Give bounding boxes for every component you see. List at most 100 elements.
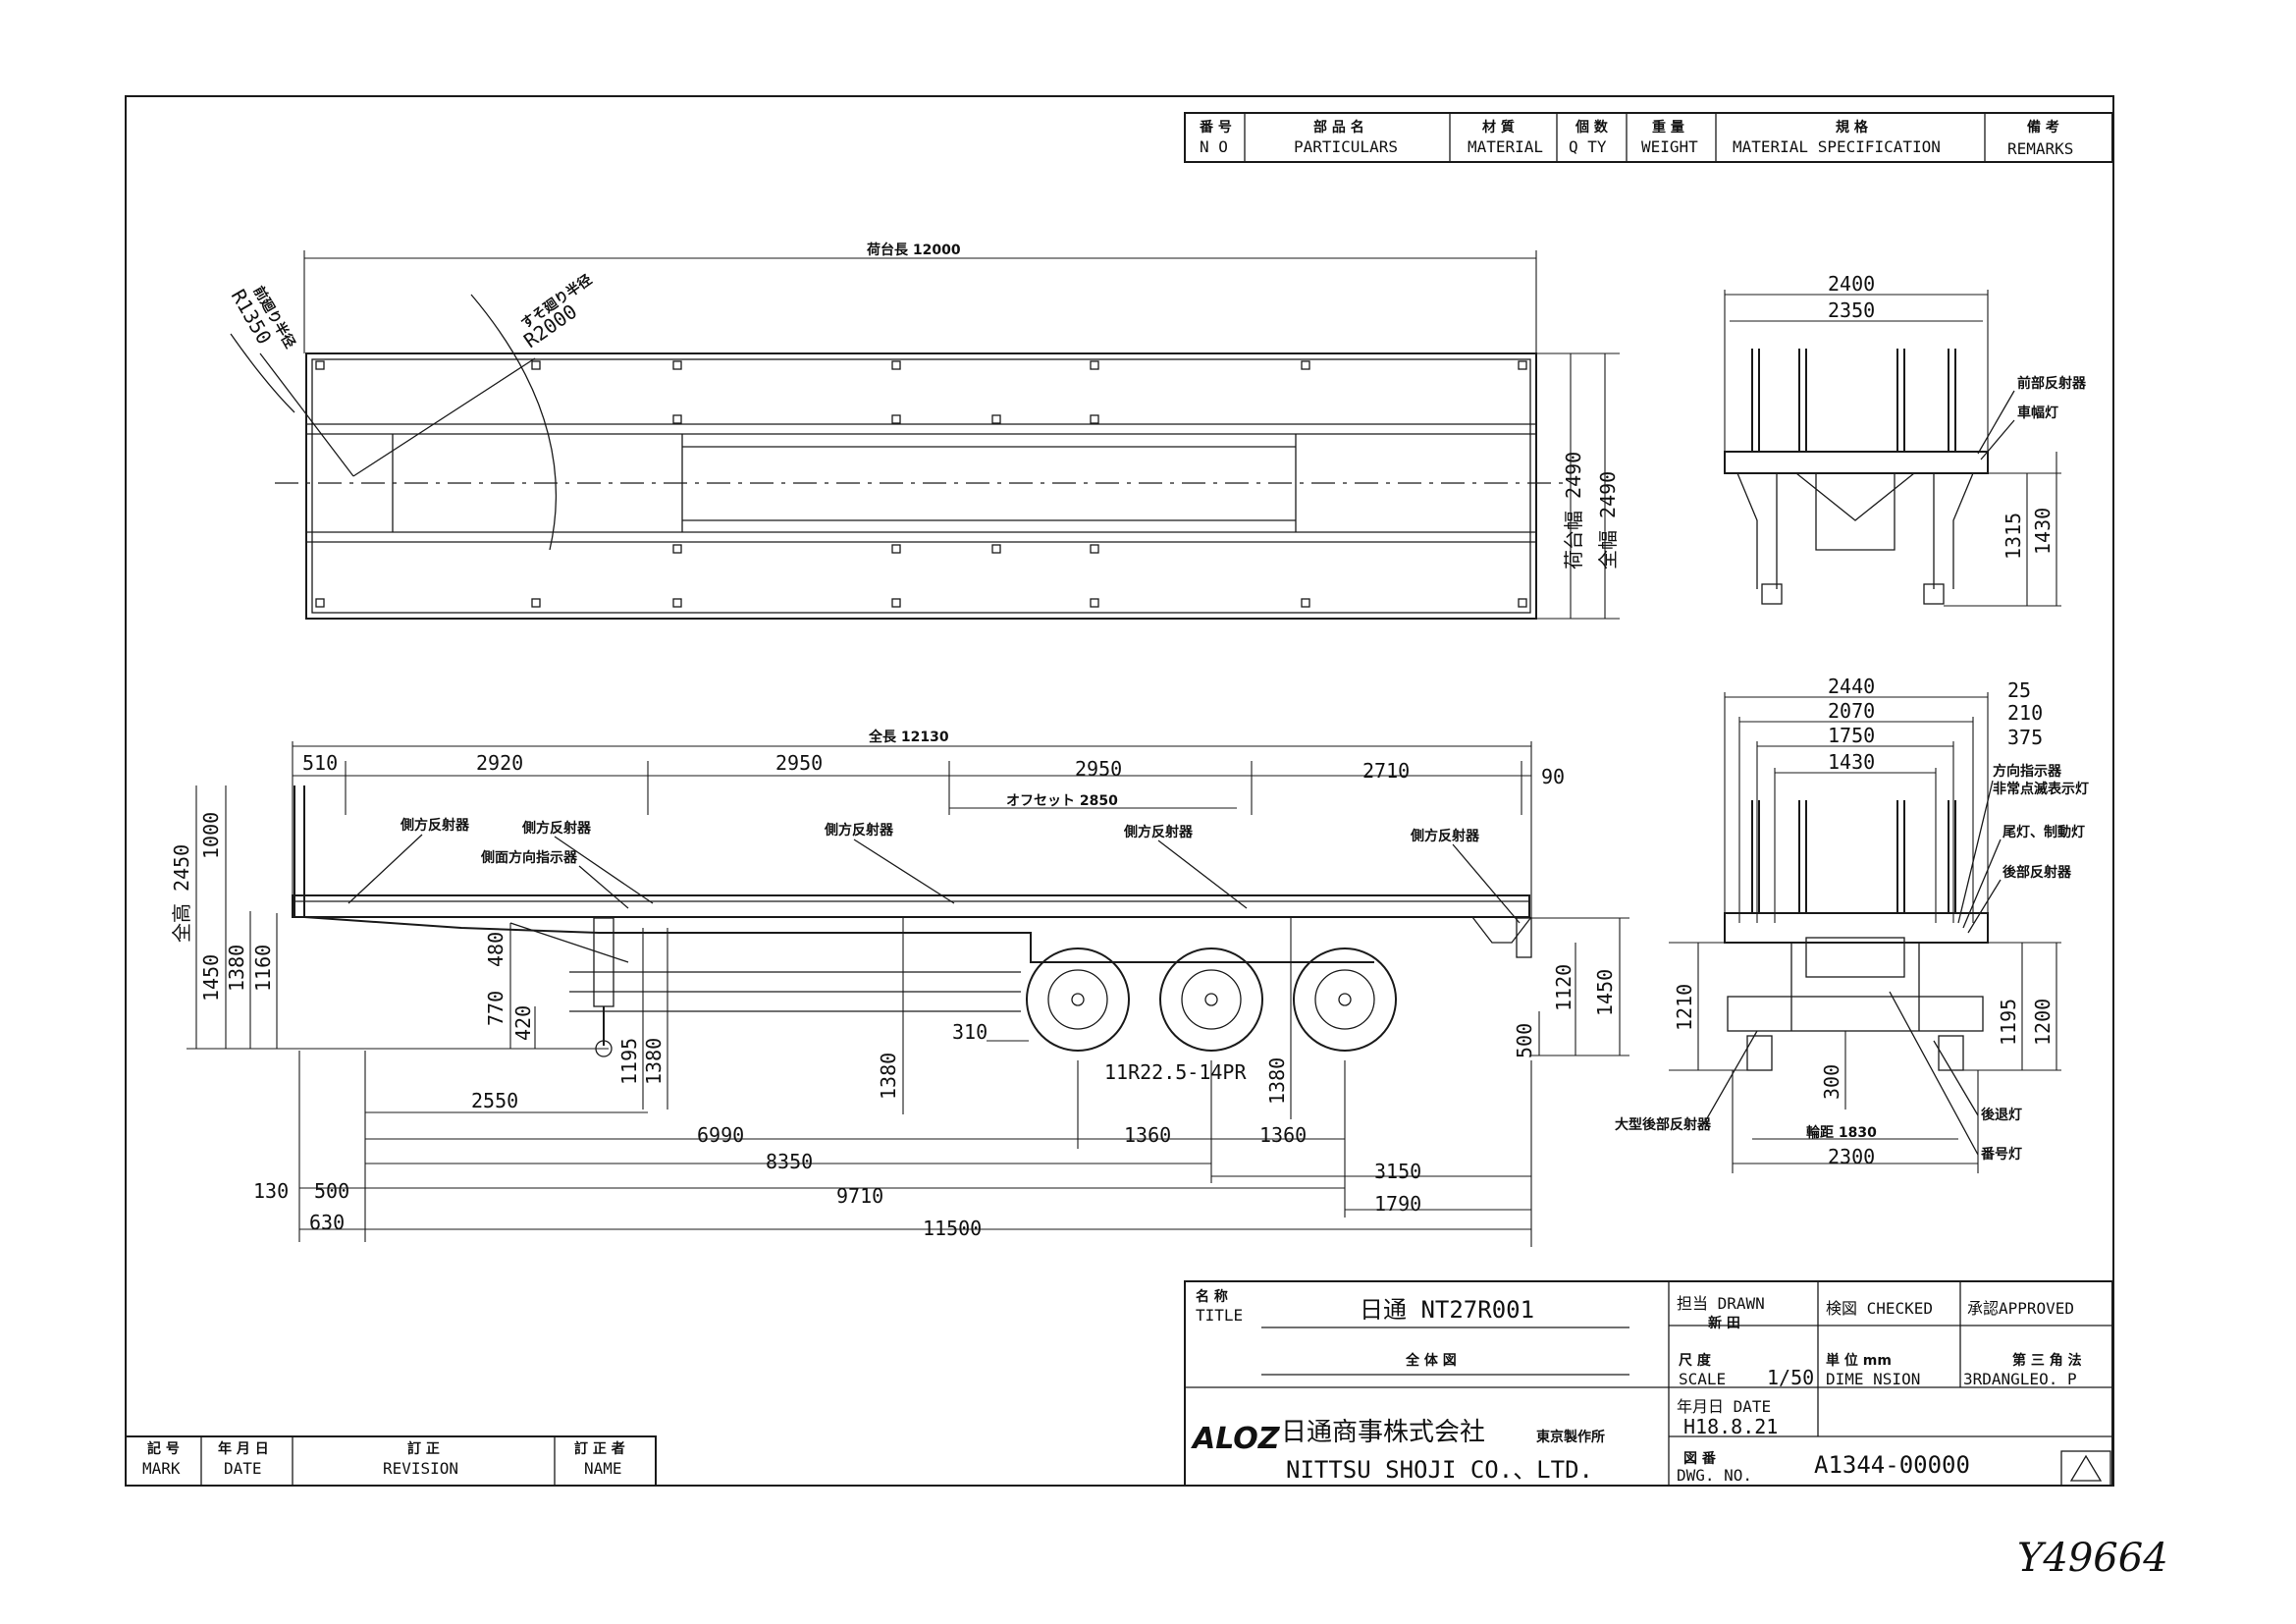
d-9710: 9710 [836, 1184, 883, 1208]
hdr-spec: MATERIAL SPECIFICATION [1733, 137, 1941, 156]
d-1360-b: 1360 [1259, 1123, 1307, 1147]
rear-w375: 375 [2007, 726, 2043, 749]
h-1120: 1120 [1552, 964, 1575, 1011]
top-width-outer: 全幅 2490 [1596, 471, 1620, 569]
revision-triangle-icon [2069, 1454, 2103, 1482]
parts-header-table: 番 号 N O 部 品 名 PARTICULARS 材 質 MATERIAL 個… [1184, 112, 2113, 163]
lbl-turn: 方向指示器 [1993, 763, 2062, 780]
tb-drawn-label: 担当 DRAWN [1677, 1294, 1765, 1313]
tb-dwg-value: A1344-00000 [1814, 1451, 1970, 1479]
d-2550: 2550 [471, 1089, 518, 1112]
lbl-side-reflector-5: 側方反射器 [1410, 828, 1480, 844]
tb-date-label: 年月日 DATE [1677, 1397, 1771, 1416]
hdr-remarks-jp: 備 考 [2027, 119, 2059, 135]
rear-w2300: 2300 [1828, 1145, 1875, 1168]
revision-block: 記 号 MARK 年 月 日 DATE 訂 正 REVISION 訂 正 者 N… [125, 1435, 657, 1487]
tb-title-en: TITLE [1196, 1306, 1243, 1325]
wheels [1026, 947, 1397, 1052]
seg-2950-a: 2950 [775, 751, 823, 775]
h-1000: 1000 [199, 812, 223, 859]
handwritten-code: Y49664 [2017, 1536, 2168, 1581]
lbl-side-reflector-4: 側方反射器 [1123, 824, 1194, 840]
tb-scale-en: SCALE [1679, 1370, 1726, 1388]
lbl-tail: 尾灯、制動灯 [2002, 824, 2085, 840]
h-420: 420 [511, 1005, 535, 1041]
title-block: 名 称 TITLE 日通 NT27R001 全 体 図 担当 DRAWN 新 田… [1184, 1280, 2113, 1487]
seg-2710: 2710 [1362, 759, 1410, 783]
tire-spec: 11R22.5-14PR [1104, 1060, 1247, 1084]
h-770: 770 [484, 991, 507, 1026]
rear-h1210: 1210 [1673, 984, 1696, 1031]
rear-w210: 210 [2007, 701, 2043, 725]
offset-label: オフセット 2850 [1006, 793, 1118, 809]
h-480: 480 [484, 932, 507, 967]
rear-w1750: 1750 [1828, 724, 1875, 747]
h-total: 全高 2450 [170, 844, 193, 943]
lbl-large-reflector: 大型後部反射器 [1615, 1116, 1712, 1133]
h-1450: 1450 [199, 954, 223, 1001]
lbl-front-reflector: 前部反射器 [2017, 375, 2087, 392]
tb-date-value: H18.8.21 [1683, 1415, 1778, 1438]
d-310: 310 [952, 1020, 988, 1044]
hdr-particulars: PARTICULARS [1294, 137, 1398, 156]
lbl-plate: 番号灯 [1980, 1146, 2022, 1163]
factory-jp: 東京製作所 [1536, 1429, 1605, 1445]
hdr-no: N O [1200, 137, 1228, 156]
hdr-material-jp: 材 質 [1482, 119, 1515, 135]
rear-view: 2440 2070 1750 1430 25 210 375 方向指示器 非常点… [1615, 675, 2089, 1173]
seg-90: 90 [1541, 765, 1565, 788]
stake-pockets [315, 360, 1527, 608]
top-width-inner: 荷台幅 2490 [1562, 452, 1585, 569]
d-1360-a: 1360 [1124, 1123, 1171, 1147]
hdr-weight: WEIGHT [1641, 137, 1698, 156]
tb-drawn-name: 新 田 [1708, 1315, 1740, 1331]
lbl-hazard: 非常点滅表示灯 [1993, 781, 2089, 797]
d-130: 130 [253, 1179, 289, 1203]
tb-scale-jp: 尺 度 [1679, 1352, 1712, 1369]
tb-unit-en: DIME NSION [1826, 1370, 1920, 1388]
d-8350: 8350 [766, 1150, 813, 1173]
tb-dwg-jp: 図 番 [1683, 1450, 1717, 1467]
hdr-spec-jp: 規 格 [1836, 119, 1869, 135]
company-en: NITTSU SHOJI CO.、LTD. [1286, 1456, 1593, 1484]
front-h1430: 1430 [2031, 508, 2055, 555]
h-1380-c: 1380 [877, 1053, 900, 1100]
h-1160: 1160 [251, 945, 275, 992]
d-11500: 11500 [923, 1217, 982, 1240]
front-h1315: 1315 [2002, 513, 2025, 560]
tb-scale-value: 1/50 [1767, 1366, 1814, 1389]
side-view: 全長 12130 510 2920 2950 2950 2710 90 オフセッ… [170, 729, 1629, 1247]
h-1195: 1195 [617, 1038, 641, 1085]
d-500: 500 [314, 1179, 349, 1203]
hdr-material: MATERIAL [1468, 137, 1543, 156]
rev-date: DATE [224, 1459, 262, 1478]
rev-name-jp: 訂 正 者 [574, 1440, 625, 1457]
lbl-side-reflector-3: 側方反射器 [824, 822, 894, 839]
rear-axle: 輪距 1830 [1806, 1124, 1877, 1141]
tb-subtitle: 全 体 図 [1405, 1352, 1457, 1369]
lbl-width-light: 車幅灯 [2017, 405, 2058, 421]
front-w2400: 2400 [1828, 272, 1875, 296]
seg-2950-b: 2950 [1075, 757, 1122, 781]
rear-h1195: 1195 [1997, 999, 2020, 1046]
lbl-side-indicator: 側面方向指示器 [480, 849, 578, 866]
hdr-qty: Q TY [1569, 137, 1607, 156]
tb-approved: 承認APPROVED [1967, 1299, 2074, 1318]
h-1380-d: 1380 [1265, 1057, 1289, 1105]
lbl-reverse: 後退灯 [1981, 1107, 2022, 1123]
seg-2920: 2920 [476, 751, 523, 775]
rev-mark: MARK [142, 1459, 181, 1478]
h-1380-b: 1380 [642, 1038, 666, 1085]
rear-w2070: 2070 [1828, 699, 1875, 723]
rear-h1200: 1200 [2031, 999, 2055, 1046]
d-3150: 3150 [1374, 1160, 1421, 1183]
rev-date-jp: 年 月 日 [218, 1440, 269, 1457]
rev-revision: REVISION [383, 1459, 458, 1478]
hdr-particulars-jp: 部 品 名 [1313, 119, 1364, 135]
top-overall-length: 荷台長 12000 [866, 242, 961, 258]
d-1790: 1790 [1374, 1192, 1421, 1216]
tb-checked: 検図 CHECKED [1826, 1299, 1933, 1318]
tb-proj-en: 3RDANGLEO. P [1963, 1370, 2077, 1388]
hdr-no-jp: 番 号 [1199, 119, 1232, 135]
